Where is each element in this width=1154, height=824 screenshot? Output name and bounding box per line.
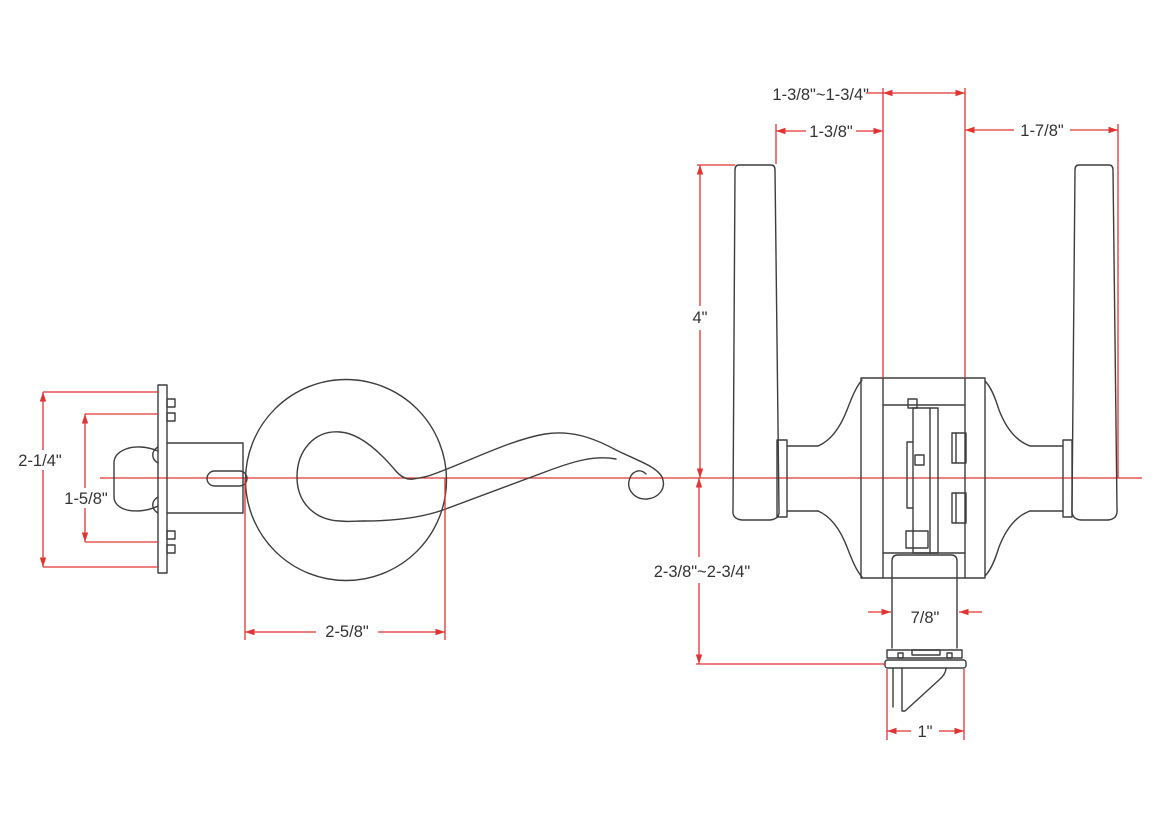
arrow-left-icon [245,628,255,636]
arrow-right-icon [955,89,965,97]
exterior-rose-flare [984,380,1031,577]
dim-faceplate-width-lines [886,669,965,740]
side-view [732,164,1118,712]
latch-collar-tab [946,652,953,659]
dim-door-thickness-label: 1-3/8"~1-3/4" [772,86,869,104]
spring-block-upper [951,432,967,464]
dim-backset-lines [696,478,886,665]
dim-lever-length-label: 4" [692,309,707,327]
arrow-down-icon [39,557,47,567]
dim-rose-diameter-label: 2-5/8" [325,623,369,641]
arrow-right-icon [954,727,964,735]
faceplate-tab [166,544,176,554]
dim-door-thickness-lines [866,88,966,378]
arrow-down-icon [695,654,703,664]
arrow-left-icon [887,727,897,735]
arrow-right-icon [881,608,891,616]
latch-bolt-shoulders [152,446,159,514]
interior-neck [786,445,819,512]
retractor-hook [905,530,929,549]
latch-bolt-front [113,446,159,512]
lever-scroll-lower [363,457,617,522]
latch-faceplate-edge [157,384,168,574]
dim-rose-diameter-lines [244,478,446,640]
faceplate-tab [166,412,176,422]
interior-lever-collar [776,439,788,518]
latch-collar-tab [897,652,904,659]
spindle-pin [206,470,248,487]
arrow-right-icon [873,127,883,135]
arrow-up-icon [39,392,47,402]
dim-latch-body-height-label: 1-5/8" [64,490,108,508]
latch-tube-front [166,442,244,514]
exterior-neck [1029,445,1064,512]
interior-lever [732,164,780,521]
dimensions: 2-1/4" 1-5/8" 2-5/8" 1-3/8"~1-3/4" 1-3/8… [18,86,1119,741]
spring-block-lower [951,492,967,524]
dim-latch-body-height-lines [84,413,158,543]
faceplate-tab [166,530,176,540]
arrow-left-icon [776,127,786,135]
latch-bolt-side [892,667,947,712]
arrow-right-icon [435,628,445,636]
arrow-up-icon [695,478,703,488]
chassis-body [860,377,986,579]
dim-tube-diameter-label: 7/8" [911,609,940,627]
interior-rose-flare [817,379,863,578]
spindle-step [906,441,914,509]
latch-faceplate-side [884,659,967,669]
dim-exterior-projection-label: 1-7/8" [1020,122,1064,140]
exterior-lever [1071,164,1118,521]
spindle-top-tab [907,398,918,409]
spindle-bar [912,407,939,554]
lever-scroll-upper [339,431,665,500]
arrow-left-icon [883,89,893,97]
arrow-down-icon [81,532,89,542]
dim-exterior-projection-lines [965,124,1119,478]
lever-scroll-hub [296,431,365,523]
rose-circle [244,378,448,582]
dim-backset-label: 2-3/8"~2-3/4" [654,563,751,581]
arrow-left-icon [959,608,969,616]
latch-tube-side [891,554,958,649]
arrow-up-icon [696,165,704,175]
dim-faceplate-width-label: 1" [917,723,932,741]
arrow-right-icon [1108,126,1118,134]
door-face-lines [882,377,966,579]
front-view [113,378,665,582]
arrow-down-icon [696,468,704,478]
spindle-notch [914,454,925,466]
dim-interior-projection-label: 1-3/8" [809,123,853,141]
dim-faceplate-height-label: 2-1/4" [18,452,62,470]
dim-faceplate-height-lines [42,391,158,568]
arrow-up-icon [81,414,89,424]
dim-lever-length-lines [697,164,735,478]
faceplate-tab [166,398,176,408]
latch-collar-notch [911,649,941,656]
arrow-left-icon [965,126,975,134]
